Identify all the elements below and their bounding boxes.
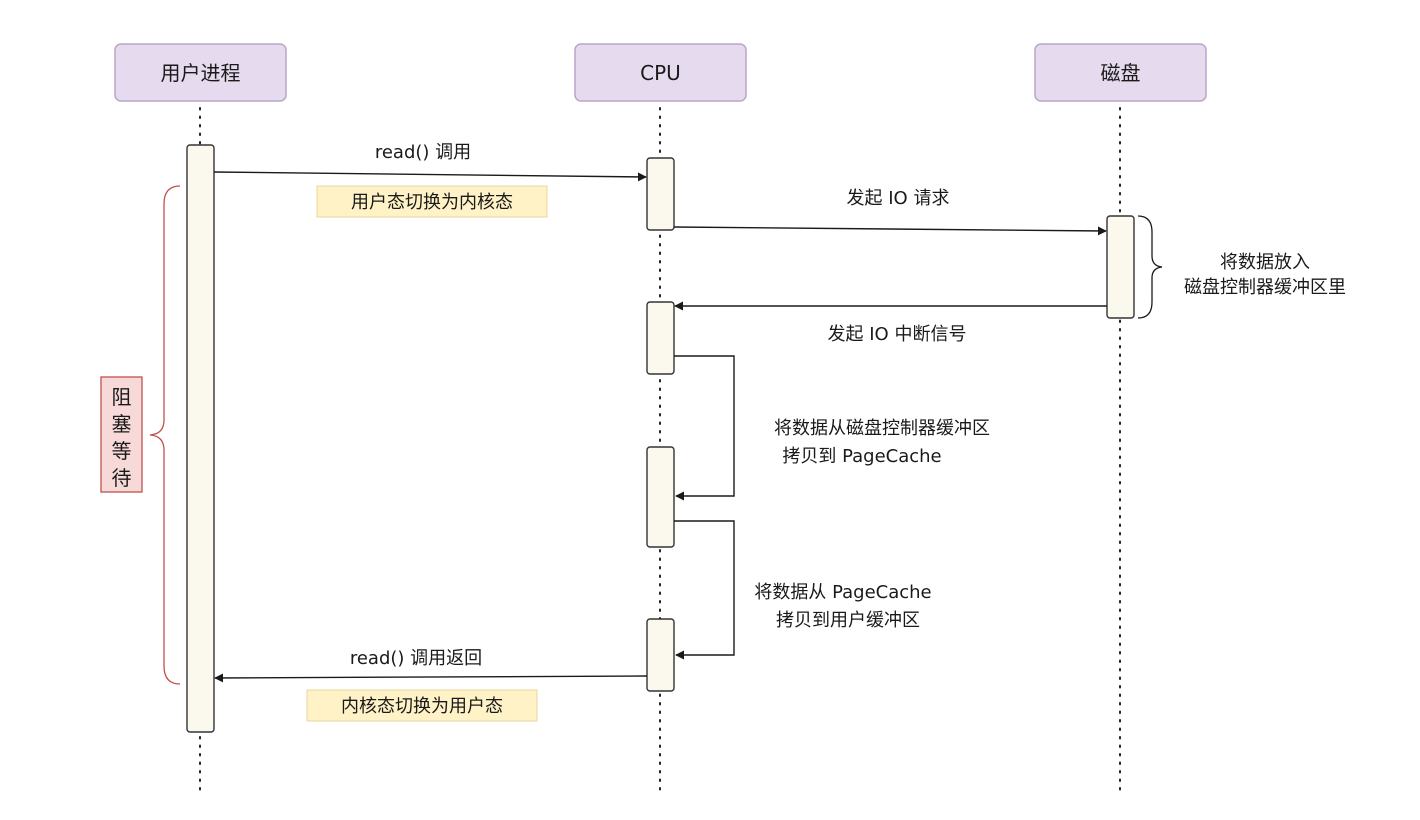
cpu-activation-1 [646, 157, 675, 231]
io-request-label: 发起 IO 请求 [847, 188, 950, 209]
blocking-char-1: 阻 [112, 385, 132, 409]
cpu-activation-4 [646, 618, 675, 692]
blocking-char-4: 待 [112, 466, 132, 490]
blocking-char-2: 塞 [112, 412, 132, 436]
read-return-arrow [214, 673, 648, 683]
cpu-activation-3 [646, 446, 675, 548]
read-call-arrow [213, 171, 647, 182]
user-process-activation [186, 144, 215, 733]
copy-to-pagecache-arrow [674, 355, 735, 501]
copy-to-pagecache-line-1: 将数据从磁盘控制器缓冲区 [774, 418, 990, 439]
copy-to-user-line-1: 将数据从 PageCache [754, 582, 931, 603]
copy-to-user-arrow [674, 520, 735, 660]
read-return-label: read() 调用返回 [350, 648, 482, 669]
actor-cpu: CPU [574, 43, 747, 102]
blocking-wait-brace [149, 185, 181, 685]
actor-disk-label: 磁盘 [1101, 61, 1141, 85]
disk-buffer-brace [1137, 215, 1163, 319]
read-call-label: read() 调用 [375, 142, 471, 163]
disk-buffer-line-2: 磁盘控制器缓冲区里 [1184, 277, 1346, 298]
kernel-to-user-label: 内核态切换为用户态 [341, 696, 503, 717]
copy-to-pagecache-line-2: 拷贝到 PageCache [782, 446, 941, 467]
actor-user-process: 用户进程 [114, 43, 287, 102]
io-interrupt-label: 发起 IO 中断信号 [828, 324, 967, 345]
blocking-char-3: 等 [112, 439, 132, 463]
kernel-to-user-note: 内核态切换为用户态 [306, 689, 538, 722]
blocking-wait-box: 阻 塞 等 待 [100, 376, 143, 493]
actor-disk: 磁盘 [1034, 43, 1207, 102]
user-to-kernel-note: 用户态切换为内核态 [316, 185, 548, 218]
io-request-arrow [673, 226, 1107, 236]
actor-cpu-label: CPU [640, 61, 681, 85]
cpu-activation-2 [646, 301, 675, 375]
disk-buffer-line-1: 将数据放入 [1220, 252, 1310, 273]
copy-to-user-line-2: 拷贝到用户缓冲区 [776, 610, 920, 631]
user-to-kernel-label: 用户态切换为内核态 [351, 192, 513, 213]
disk-activation [1106, 215, 1135, 319]
actor-user-process-label: 用户进程 [161, 61, 241, 85]
